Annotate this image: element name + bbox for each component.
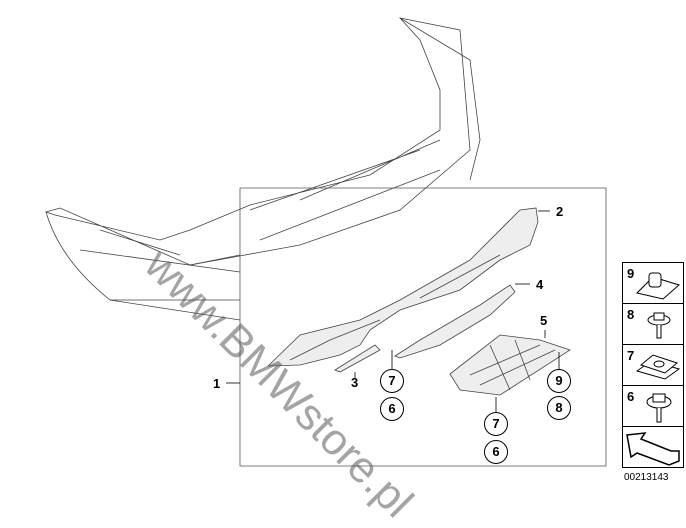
hex-screw-icon <box>647 312 671 339</box>
legend-item: 8 <box>623 304 683 345</box>
legend-number: 9 <box>627 266 635 281</box>
parts-drawing <box>44 17 607 467</box>
legend-item: 6 <box>623 386 683 427</box>
circled-ref: 6 <box>484 440 508 464</box>
callout-1: 1 <box>213 376 221 391</box>
part-4-panel <box>394 284 516 359</box>
legend-number: 6 <box>627 389 635 404</box>
rear-bumper-drawing <box>44 17 481 321</box>
legend-item: 9 <box>623 263 683 304</box>
spring-nut-icon <box>635 354 681 380</box>
group-frame <box>239 187 607 467</box>
fastener-legend: 9 8 7 6 <box>622 262 684 468</box>
part-3-trim-strip <box>334 344 381 373</box>
circled-ref: 6 <box>380 397 404 421</box>
callout-5: 5 <box>540 313 548 328</box>
legend-number: 8 <box>627 307 635 322</box>
clip-nut-icon <box>636 272 681 300</box>
arrow-icon <box>626 432 680 466</box>
callout-2: 2 <box>556 204 564 219</box>
circled-ref: 7 <box>380 369 404 393</box>
callout-3: 3 <box>351 375 359 390</box>
circled-ref: 9 <box>547 369 571 393</box>
circled-ref: 8 <box>547 396 571 420</box>
part-2-diffuser <box>266 207 539 367</box>
callout-4: 4 <box>536 277 544 292</box>
hex-screw-icon <box>646 393 672 423</box>
diagram-number: 00213143 <box>624 472 669 483</box>
legend-item <box>623 427 683 468</box>
circled-ref: 7 <box>484 412 508 436</box>
legend-number: 7 <box>627 348 635 363</box>
legend-item: 7 <box>623 345 683 386</box>
part-5-underbody-shield <box>449 334 571 396</box>
